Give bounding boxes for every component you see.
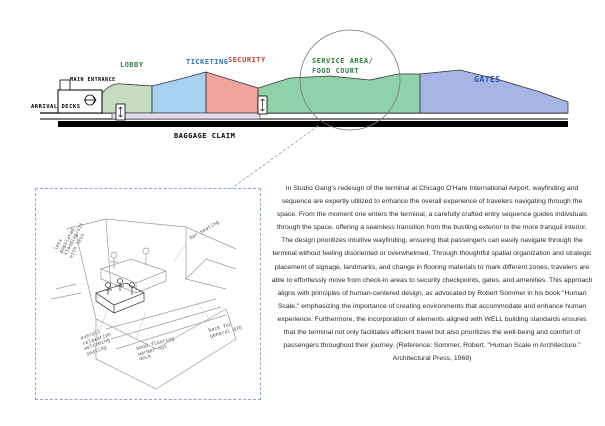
arrival-decks-label: ARRIVAL DECKS bbox=[31, 104, 81, 110]
gates-label: GATES bbox=[474, 75, 501, 84]
ticketing-label: TICKETING bbox=[186, 58, 229, 66]
escalator-icon-2 bbox=[257, 95, 268, 115]
gates-zone bbox=[419, 69, 569, 114]
entrance-structure bbox=[57, 79, 103, 114]
description-paragraph: In Studio Gang's redesign of the termina… bbox=[271, 185, 593, 363]
callout-leader bbox=[231, 125, 319, 189]
lobby-zone bbox=[99, 83, 153, 114]
escalator-icon bbox=[115, 103, 126, 121]
sketch-frame: less populated standing/sit with less ba… bbox=[35, 188, 261, 400]
main-entrance-label: MAIN ENTRANCE bbox=[70, 77, 116, 83]
baggage-claim-label: BAGGAGE CLAIM bbox=[174, 132, 236, 140]
security-label: SECURITY bbox=[228, 56, 266, 64]
lower-slab bbox=[58, 121, 568, 127]
baggage-band bbox=[111, 112, 261, 120]
security-zone bbox=[205, 71, 259, 114]
ticketing-zone bbox=[151, 71, 207, 114]
lounge-sketch bbox=[50, 218, 237, 390]
callout-circle bbox=[299, 29, 401, 131]
service-zone bbox=[257, 73, 421, 114]
lobby-label: LOBBY bbox=[120, 61, 144, 69]
service-area-label: SERVICE AREA/ FOOD COURT bbox=[312, 57, 374, 75]
